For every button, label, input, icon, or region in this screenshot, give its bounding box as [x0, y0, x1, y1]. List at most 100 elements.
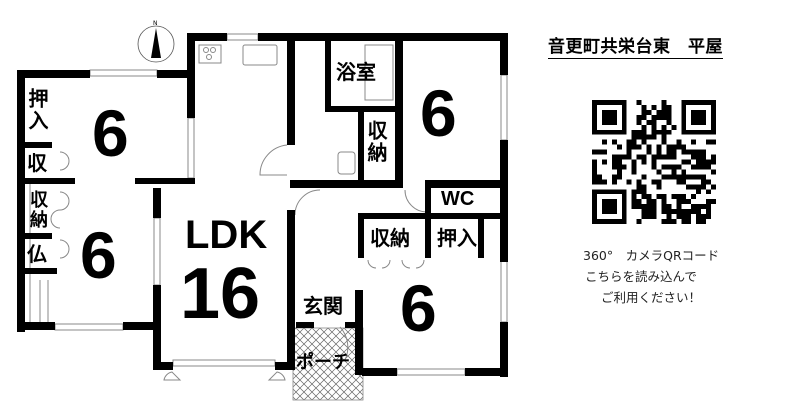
qr-module [616, 129, 622, 135]
qr-module [651, 159, 657, 165]
qr-module [621, 104, 627, 110]
qr-code[interactable] [590, 100, 718, 224]
qr-module [592, 199, 597, 205]
qr-module [641, 174, 647, 180]
altar-label: 仏 [27, 242, 47, 266]
qr-module [671, 174, 677, 180]
qr-module [701, 179, 707, 185]
wall [362, 368, 397, 376]
qr-module [592, 159, 597, 165]
wall [153, 362, 173, 370]
qr-module [601, 219, 607, 224]
qr-module [646, 134, 652, 140]
qr-module [592, 194, 597, 200]
qr-module [711, 119, 716, 125]
qr-module [592, 169, 597, 175]
qr-module [656, 179, 662, 185]
qr-module [681, 169, 687, 175]
qr-module [646, 109, 652, 115]
qr-module [656, 194, 662, 200]
qr-module [631, 164, 637, 170]
qr-module [676, 164, 682, 170]
qr-module [601, 179, 607, 185]
qr-module [681, 114, 687, 120]
qr-module [691, 154, 697, 160]
qr-module [701, 184, 707, 190]
qr-module [626, 149, 632, 155]
qr-module [646, 204, 652, 210]
qr-module [666, 119, 672, 125]
qr-module [691, 129, 697, 135]
qr-module [676, 204, 682, 210]
qr-module [711, 139, 716, 145]
qr-module [691, 184, 697, 190]
qr-module [611, 139, 617, 145]
qr-module [691, 139, 697, 145]
qr-module [681, 214, 687, 220]
qr-module [616, 219, 622, 224]
qr-module [641, 189, 647, 195]
qr-module [631, 189, 637, 195]
qr-module [666, 214, 672, 220]
ne-bedroom-size: 6 [420, 76, 457, 150]
qr-module [631, 134, 637, 140]
qr-module [656, 184, 662, 190]
qr-module [596, 149, 602, 155]
qr-module [611, 189, 617, 195]
wall [153, 188, 161, 218]
qr-module [631, 199, 637, 205]
qr-module [691, 174, 697, 180]
qr-module [696, 164, 702, 170]
qr-module [661, 209, 667, 215]
qr-module [631, 129, 637, 135]
qr-module [696, 204, 702, 210]
qr-module [686, 100, 692, 105]
qr-module [681, 104, 687, 110]
se-bedroom-size: 6 [400, 271, 437, 345]
qr-module [621, 209, 627, 215]
qr-module [606, 100, 612, 105]
wall [153, 285, 161, 370]
qr-module [596, 219, 602, 224]
qr-module [636, 204, 642, 210]
qr-module [661, 100, 667, 105]
qr-module [641, 104, 647, 110]
qr-module [681, 119, 687, 125]
qr-module [626, 179, 632, 185]
qr-module [621, 119, 627, 125]
qr-module [621, 154, 627, 160]
qr-module [616, 169, 622, 175]
wall [395, 40, 403, 188]
qr-module [621, 189, 627, 195]
qr-module [601, 199, 607, 205]
qr-module [611, 100, 617, 105]
qr-module [596, 129, 602, 135]
closet-se-label: 押入 [437, 226, 477, 250]
qr-module [656, 144, 662, 150]
qr-module [681, 209, 687, 215]
qr-module [651, 119, 657, 125]
qr-module [592, 189, 597, 195]
qr-module [631, 159, 637, 165]
qr-module [606, 219, 612, 224]
wall [500, 33, 508, 75]
wall [425, 188, 431, 213]
qr-module [651, 199, 657, 205]
qr-module [691, 149, 697, 155]
qr-module [676, 144, 682, 150]
wall [17, 70, 25, 332]
wall [425, 213, 431, 258]
qr-module [641, 204, 647, 210]
qr-module [661, 204, 667, 210]
qr-module [701, 174, 707, 180]
qr-module [592, 164, 597, 170]
qr-module [681, 129, 687, 135]
qr-module [711, 184, 716, 190]
qr-module [706, 139, 712, 145]
qr-module [676, 179, 682, 185]
qr-module [636, 114, 642, 120]
qr-module [686, 184, 692, 190]
qr-module [592, 149, 597, 155]
qr-module [601, 100, 607, 105]
qr-module [606, 189, 612, 195]
